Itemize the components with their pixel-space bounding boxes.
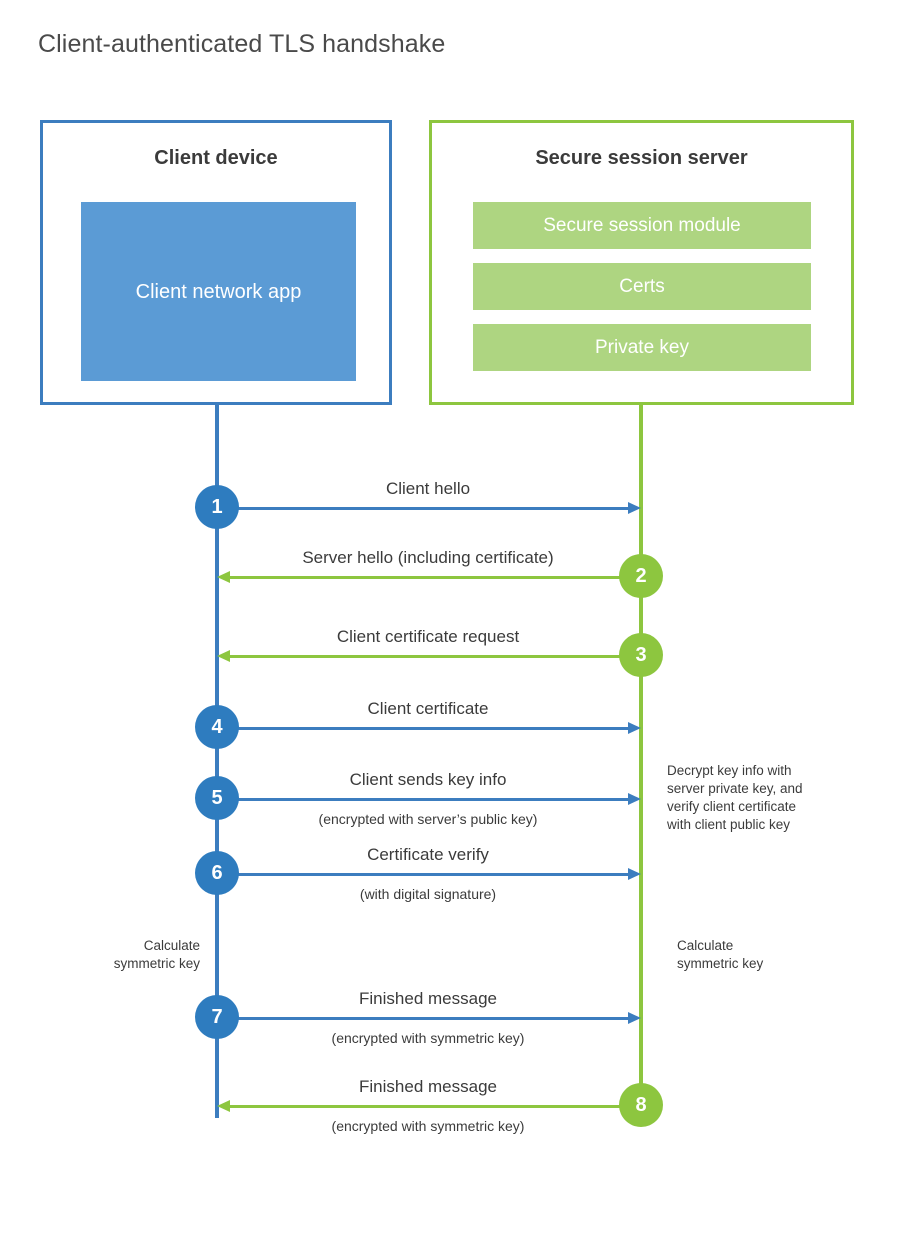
- client-network-app-block: Client network app: [81, 202, 356, 381]
- message-3-label: Client certificate request: [336, 627, 520, 646]
- message-7-line: [217, 1017, 629, 1020]
- message-7-sublabel: (encrypted with symmetric key): [331, 1030, 525, 1046]
- message-6-label: Certificate verify: [367, 845, 489, 864]
- note-server-calculate-symmetric-key: Calculate symmetric key: [677, 938, 764, 971]
- message-1-label: Client hello: [385, 479, 471, 498]
- message-1-line: [217, 507, 629, 510]
- client-lifeline: [215, 405, 219, 1118]
- note-server-decrypt: Decrypt key info with server private key…: [667, 763, 803, 832]
- step-circle-4[interactable]: 4: [195, 705, 239, 749]
- message-4-label: Client certificate: [367, 699, 489, 718]
- message-5-sublabel: (encrypted with server’s public key): [318, 811, 538, 827]
- message-6-sublabel: (with digital signature): [359, 886, 497, 902]
- message-2-label: Server hello (including certificate): [302, 548, 554, 567]
- server-modules-list: Secure session module Certs Private key: [473, 202, 811, 371]
- message-1-arrowhead-icon: [628, 502, 641, 514]
- message-5-arrowhead-icon: [628, 793, 641, 805]
- server-lifeline: [639, 405, 643, 1106]
- message-2-line: [230, 576, 630, 579]
- message-2-arrowhead-icon: [217, 571, 230, 583]
- client-device-title: Client device: [154, 147, 278, 169]
- message-8-label: Finished message: [359, 1077, 497, 1096]
- message-5-label: Client sends key info: [349, 770, 507, 789]
- message-3-arrowhead-icon: [217, 650, 230, 662]
- message-8-arrowhead-icon: [217, 1100, 230, 1112]
- step-circle-1[interactable]: 1: [195, 485, 239, 529]
- step-circle-3[interactable]: 3: [619, 633, 663, 677]
- message-7-label: Finished message: [359, 989, 497, 1008]
- client-device-box: Client device Client network app: [40, 120, 392, 405]
- message-6-line: [217, 873, 629, 876]
- message-7-arrowhead-icon: [628, 1012, 641, 1024]
- page-title: Client-authenticated TLS handshake: [38, 30, 446, 58]
- message-8-sublabel: (encrypted with symmetric key): [331, 1118, 525, 1134]
- message-8-line: [230, 1105, 630, 1108]
- server-module-private-key: Private key: [473, 324, 811, 371]
- step-circle-5[interactable]: 5: [195, 776, 239, 820]
- note-client-calculate-symmetric-key: Calculate symmetric key: [113, 938, 200, 971]
- message-4-line: [217, 727, 629, 730]
- step-circle-2[interactable]: 2: [619, 554, 663, 598]
- step-circle-6[interactable]: 6: [195, 851, 239, 895]
- message-6-arrowhead-icon: [628, 868, 641, 880]
- server-module-secure-session-module: Secure session module: [473, 202, 811, 249]
- message-4-arrowhead-icon: [628, 722, 641, 734]
- step-circle-8[interactable]: 8: [619, 1083, 663, 1127]
- step-circle-7[interactable]: 7: [195, 995, 239, 1039]
- secure-session-server-box: Secure session server Secure session mod…: [429, 120, 854, 405]
- server-module-certs: Certs: [473, 263, 811, 310]
- message-5-line: [217, 798, 629, 801]
- message-3-line: [230, 655, 630, 658]
- secure-session-server-title: Secure session server: [535, 147, 748, 169]
